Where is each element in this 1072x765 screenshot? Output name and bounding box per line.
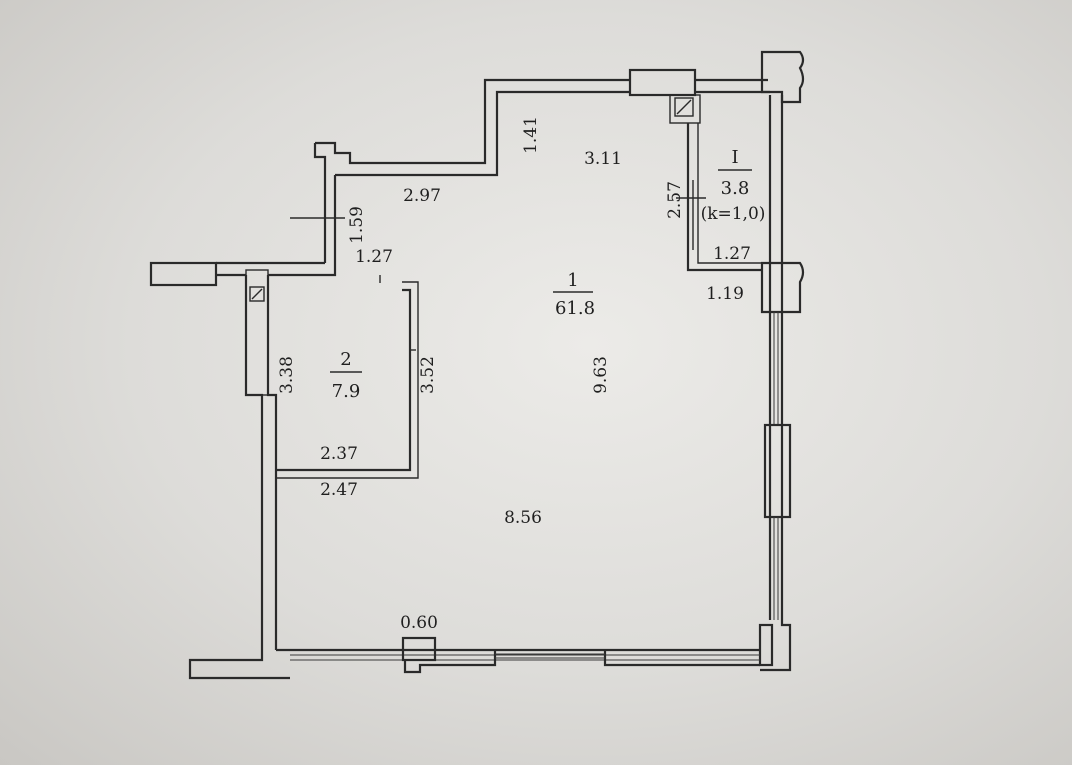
dimension-label: 2.37 <box>320 444 358 464</box>
dimension-label: 9.63 <box>591 356 611 394</box>
bottom-wall-details <box>290 636 760 674</box>
room-label-bath: 2 7.9 <box>330 349 362 402</box>
dimension-label: 8.56 <box>504 508 542 528</box>
bath-vent-icon <box>249 286 265 302</box>
dimension-label: 1.41 <box>521 116 541 154</box>
room-area: 7.9 <box>332 381 361 402</box>
room-coefficient: (k=1,0) <box>701 204 766 224</box>
loggia-walls <box>676 123 805 314</box>
dimension-label: 3.11 <box>584 149 622 169</box>
bathroom-walls <box>245 269 419 479</box>
dimension-label: 0.60 <box>400 613 438 633</box>
room-number: 1 <box>567 270 578 291</box>
vent-shaft-icon <box>674 97 694 117</box>
room-area: 3.8 <box>721 178 750 199</box>
room-label-main: 1 61.8 <box>553 270 595 319</box>
dimension-labels: 1.41 3.11 2.97 1.59 1.27 2.57 1.27 1.19 … <box>277 116 751 633</box>
dimension-label: 3.38 <box>277 356 297 394</box>
room-number: 2 <box>340 349 351 370</box>
right-wall-details <box>758 312 792 667</box>
room-area: 61.8 <box>555 298 595 319</box>
room-number: I <box>731 147 738 168</box>
dimension-label: 1.27 <box>355 247 393 267</box>
dimension-label: 1.19 <box>706 284 744 304</box>
dimension-label: 1.27 <box>713 244 751 264</box>
top-right-block <box>628 50 805 124</box>
dimension-label: 3.52 <box>418 356 438 394</box>
dimension-label: 1.59 <box>347 206 367 244</box>
dimension-label: 2.47 <box>320 480 358 500</box>
dimension-label: 2.57 <box>665 181 685 219</box>
outer-walls <box>149 78 792 680</box>
room-label-loggia: I 3.8 (k=1,0) <box>701 147 766 224</box>
dimension-label: 2.97 <box>403 186 441 206</box>
